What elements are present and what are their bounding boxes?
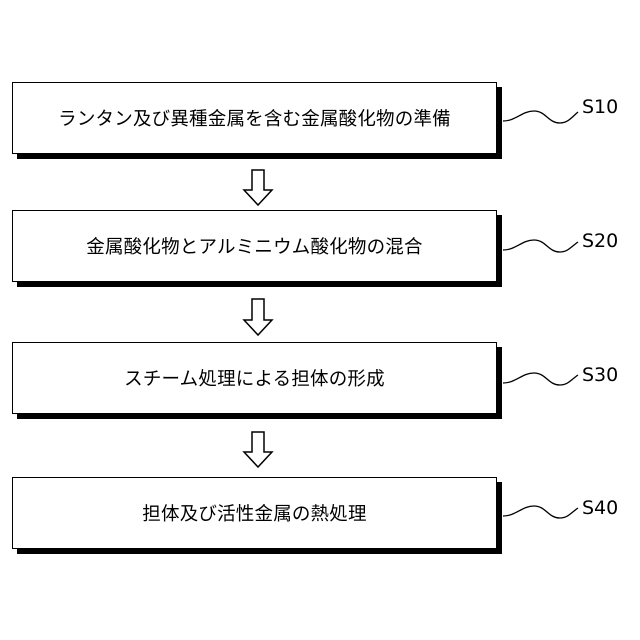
step-label-s40: S40 <box>582 497 618 519</box>
step-box-s20: 金属酸化物とアルミニウム酸化物の混合 <box>12 210 497 282</box>
leader-line-s10 <box>503 111 578 123</box>
step-text-s20: 金属酸化物とアルミニウム酸化物の混合 <box>86 233 422 259</box>
step-label-s10: S10 <box>582 96 618 118</box>
step-text-s40: 担体及び活性金属の熱処理 <box>142 500 366 526</box>
step-box-s40: 担体及び活性金属の熱処理 <box>12 477 497 549</box>
step-text-s30: スチーム処理による担体の形成 <box>124 365 385 391</box>
step-box-s10: ランタン及び異種金属を含む金属酸化物の準備 <box>12 82 497 154</box>
step-label-s20: S20 <box>582 230 618 252</box>
leader-line-s30 <box>503 373 578 385</box>
step-box-s30: スチーム処理による担体の形成 <box>12 342 497 414</box>
leader-line-s40 <box>503 506 578 518</box>
down-arrow-icon <box>244 299 272 335</box>
leader-line-s20 <box>503 240 578 252</box>
down-arrow-icon <box>244 170 272 205</box>
step-text-s10: ランタン及び異種金属を含む金属酸化物の準備 <box>58 105 451 131</box>
down-arrow-icon <box>244 432 272 467</box>
step-label-s30: S30 <box>582 364 618 386</box>
